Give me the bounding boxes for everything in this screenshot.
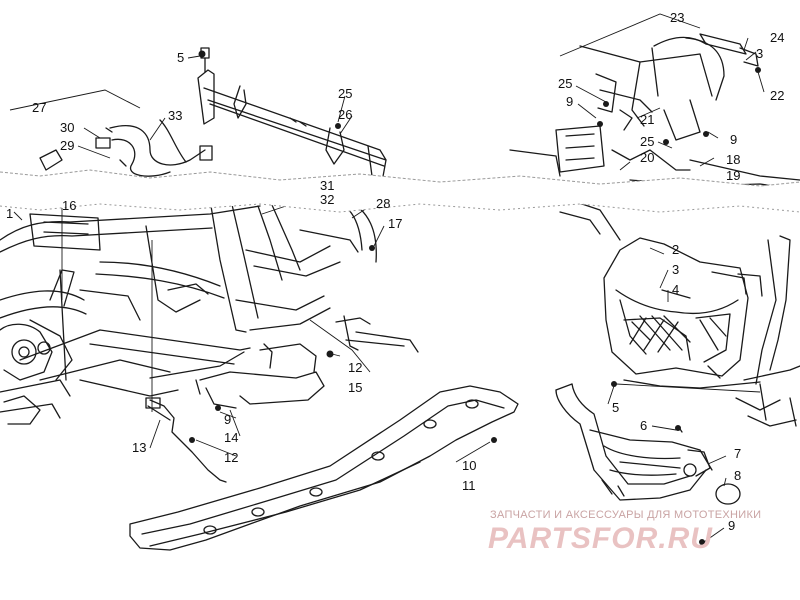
callout-12: 12 [348,360,362,375]
callout-27: 27 [32,100,46,115]
callout-9: 9 [224,412,231,427]
callout-20: 20 [640,150,654,165]
damaged-scan-band [0,169,800,213]
callout-3: 3 [672,262,679,277]
callout-21: 21 [640,112,654,127]
callout-28: 28 [376,196,390,211]
callout-31: 31 [320,178,334,193]
callout-22: 22 [770,88,784,103]
front-bumper [555,383,741,505]
front-guard-assembly [603,237,763,389]
callout-30: 30 [60,120,74,135]
watermark: ЗАПЧАСТИ И АКСЕССУАРЫ ДЛЯ МОТОТЕХНИКИ PA… [488,509,761,555]
callout-10: 10 [462,458,476,473]
callout-5: 5 [612,400,619,415]
callout-3: 3 [756,46,763,61]
brake-cable [145,397,227,483]
leader-lines [9,13,765,543]
callout-25: 25 [640,134,654,149]
callout-18: 18 [726,152,740,167]
callout-9: 9 [728,518,735,533]
right-frame-lower [735,235,800,427]
callout-6: 6 [640,418,647,433]
callout-2: 2 [672,242,679,257]
callout-12: 12 [224,450,238,465]
callout-17: 17 [388,216,402,231]
callout-32: 32 [320,192,334,207]
footrest-bracket [195,343,325,409]
callout-25: 25 [338,86,352,101]
fasteners [41,50,761,545]
callout-9: 9 [730,132,737,147]
skid-plate [129,385,519,551]
upper-crossbar [197,47,387,183]
main-frame [0,177,377,419]
watermark-subtitle: ЗАПЧАСТИ И АКСЕССУАРЫ ДЛЯ МОТОТЕХНИКИ [490,509,761,521]
callout-25: 25 [558,76,572,91]
callout-9: 9 [566,94,573,109]
watermark-brand: PARTSFOR.RU [488,522,713,555]
callout-19: 19 [726,168,740,183]
left-suspension [0,269,75,425]
callout-23: 23 [670,10,684,25]
callout-5: 5 [177,50,184,65]
callout-8: 8 [734,468,741,483]
callout-16: 16 [62,198,76,213]
callout-labels: 5 25 26 27 30 29 33 31 32 28 1 16 17 23 … [6,10,784,533]
callout-4: 4 [672,282,679,297]
callout-15: 15 [348,380,362,395]
callout-11: 11 [462,478,476,493]
callout-14: 14 [224,430,238,445]
wire-harness [39,119,213,181]
callout-13: 13 [132,440,146,455]
stand-assembly [335,315,419,353]
callout-1: 1 [6,206,13,221]
callout-33: 33 [168,108,182,123]
callout-7: 7 [734,446,741,461]
rear-rack-frame [579,33,759,141]
callout-24: 24 [770,30,784,45]
callout-29: 29 [60,138,74,153]
callout-26: 26 [338,107,352,122]
